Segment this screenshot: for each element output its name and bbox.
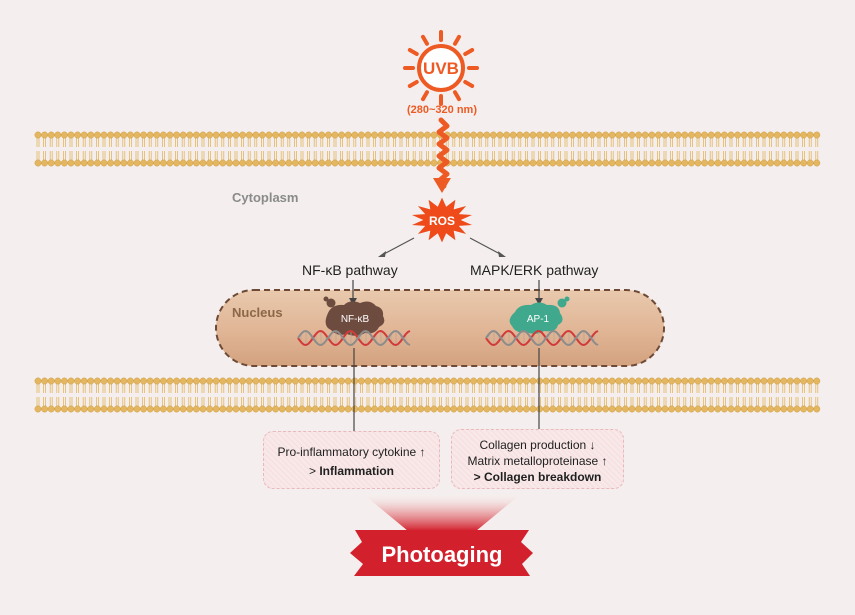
sun-icon: UVB [403, 30, 479, 106]
inflammation-result: Inflammation [319, 464, 394, 478]
mapk-erk-pathway-label: MAPK/ERK pathway [470, 262, 599, 278]
collagen-outcome-box: Collagen production ↓ Matrix metalloprot… [451, 429, 624, 489]
inflammation-outcome-box: Pro-inflammatory cytokine ↑ > Inflammati… [263, 431, 440, 489]
collagen-production-line: Collagen production ↓ [479, 438, 596, 452]
mmp-line: Matrix metalloproteinase ↑ [467, 454, 608, 468]
collagen-breakdown-result: > Collagen breakdown [473, 470, 602, 484]
photoaging-label: Photoaging [382, 542, 503, 567]
inflammation-prefix: > [308, 464, 320, 478]
photoaging-banner: Photoaging [350, 530, 533, 576]
nucleus [215, 289, 665, 367]
cell-membrane-bottom [34, 377, 821, 413]
nfkb-pathway-label: NF-κB pathway [302, 262, 398, 278]
dna-icon [485, 329, 599, 347]
ros-label: ROS [429, 214, 455, 228]
zigzag-arrow-icon [433, 117, 451, 193]
cytokine-line: Pro-inflammatory cytokine ↑ [277, 445, 426, 459]
dna-icon [297, 329, 411, 347]
nfkb-factor-label: NF-κB [341, 314, 370, 325]
funnel-arrow-icon [362, 493, 522, 531]
cytoplasm-label: Cytoplasm [232, 190, 299, 205]
ap1-factor: AP-1 [509, 296, 570, 334]
inflammation-line: > Inflammation [264, 462, 439, 481]
collagen-breakdown-line: > Collagen breakdown [452, 469, 623, 485]
nfkb-factor: NF-κB [323, 296, 385, 336]
uvb-wavelength: (280~320 nm) [407, 104, 477, 116]
ros-to-pathways-arrows [378, 237, 506, 257]
uvb-label: UVB [423, 59, 459, 78]
cell-membrane-top [34, 131, 821, 167]
nucleus-label: Nucleus [232, 305, 283, 320]
ap1-factor-label: AP-1 [527, 314, 550, 325]
ros-starburst-icon: ROS [412, 197, 472, 243]
